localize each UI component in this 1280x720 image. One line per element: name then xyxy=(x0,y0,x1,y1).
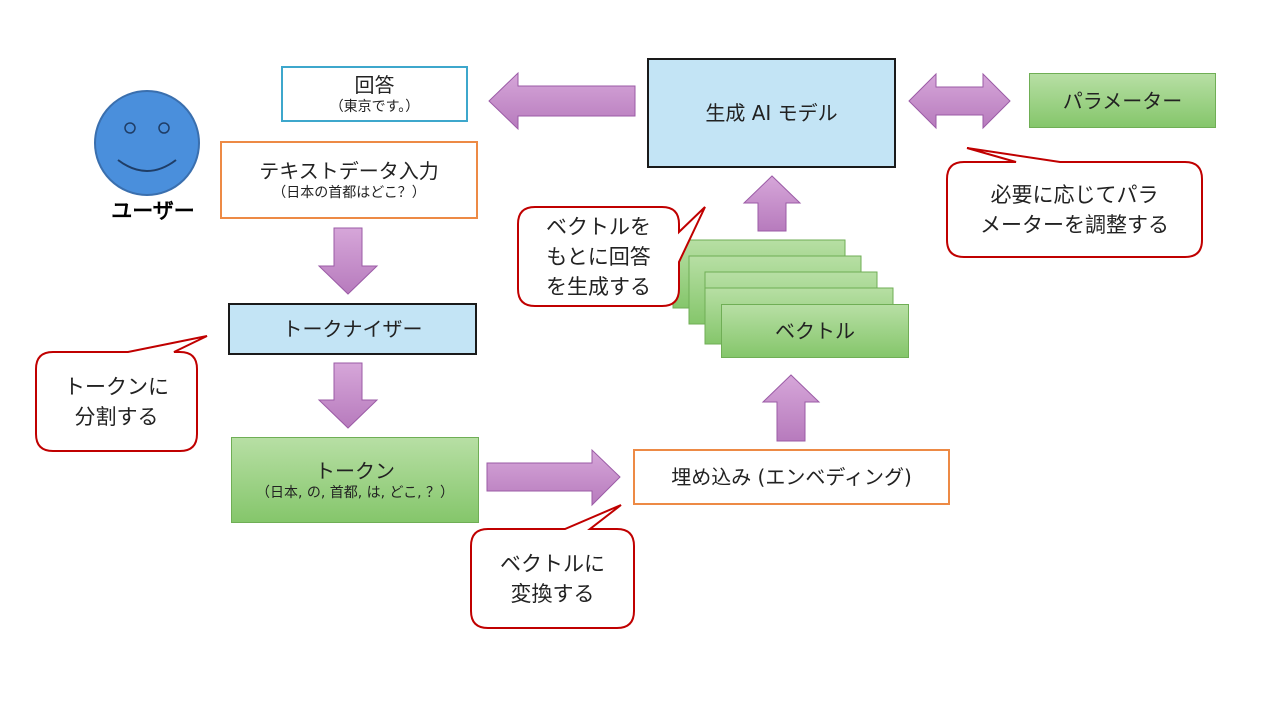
arrow-embedding-to-vectors xyxy=(761,374,821,442)
parameters-title: パラメーター xyxy=(1062,88,1183,113)
callout-to-vector: ベクトルに 変換する xyxy=(471,529,634,628)
model-box: 生成 AI モデル xyxy=(647,58,896,168)
callout-adjust-params-shape xyxy=(946,147,1203,258)
callout-adjust-params-line1: 必要に応じてパラ xyxy=(990,182,1159,207)
embedding-title: 埋め込み (エンベディング) xyxy=(671,465,912,489)
answer-subtitle: （東京です。） xyxy=(329,99,420,115)
tokenizer-title: トークナイザー xyxy=(282,317,423,341)
user-label: ユーザー xyxy=(111,199,195,223)
tokens-subtitle: （日本, の, 首都, は, どこ, ？） xyxy=(255,485,455,501)
arrow-tokens-to-embedding xyxy=(486,448,621,507)
text-input-subtitle: （日本の首都はどこ？） xyxy=(272,185,426,201)
arrow-vectors-to-model xyxy=(742,175,802,232)
user-face-icon xyxy=(94,90,200,196)
callout-to-vector-shape xyxy=(470,504,635,629)
arrow-input-to-tokenizer xyxy=(317,227,379,295)
arrow-model-to-answer xyxy=(488,71,636,131)
answer-title: 回答 xyxy=(354,73,395,97)
vector-title: ベクトル xyxy=(775,319,855,343)
callout-to-vector-line2: 変換する xyxy=(510,581,595,606)
tokens-title: トークン xyxy=(315,459,395,483)
tokenizer-box: トークナイザー xyxy=(228,303,477,355)
text-input-box: テキストデータ入力 （日本の首都はどこ？） xyxy=(220,141,478,219)
arrow-tokenizer-to-tokens xyxy=(317,362,379,429)
callout-generate-line2: もとに回答 xyxy=(546,244,651,269)
callout-generate-shape xyxy=(517,206,706,307)
callout-generate-line1: ベクトルを xyxy=(546,214,651,239)
tokens-box: トークン （日本, の, 首都, は, どこ, ？） xyxy=(231,437,479,523)
callout-generate: ベクトルを もとに回答 を生成する xyxy=(518,207,679,306)
model-title: 生成 AI モデル xyxy=(705,101,838,125)
callout-split-tokens-line2: 分割する xyxy=(74,404,159,429)
callout-generate-line3: を生成する xyxy=(546,274,651,299)
callout-adjust-params: 必要に応じてパラ メーターを調整する xyxy=(947,162,1202,257)
callout-adjust-params-line2: メーターを調整する xyxy=(980,212,1169,237)
callout-split-tokens: トークンに 分割する xyxy=(36,352,197,451)
text-input-title: テキストデータ入力 xyxy=(259,159,439,183)
callout-split-tokens-shape xyxy=(35,335,208,452)
arrow-model-parameters xyxy=(908,72,1011,130)
callout-to-vector-line1: ベクトルに xyxy=(500,551,605,576)
vector-box: ベクトル xyxy=(721,304,909,358)
callout-split-tokens-line1: トークンに xyxy=(64,374,169,399)
parameters-box: パラメーター xyxy=(1029,73,1216,128)
answer-box: 回答 （東京です。） xyxy=(281,66,468,122)
embedding-box: 埋め込み (エンベディング) xyxy=(633,449,950,505)
